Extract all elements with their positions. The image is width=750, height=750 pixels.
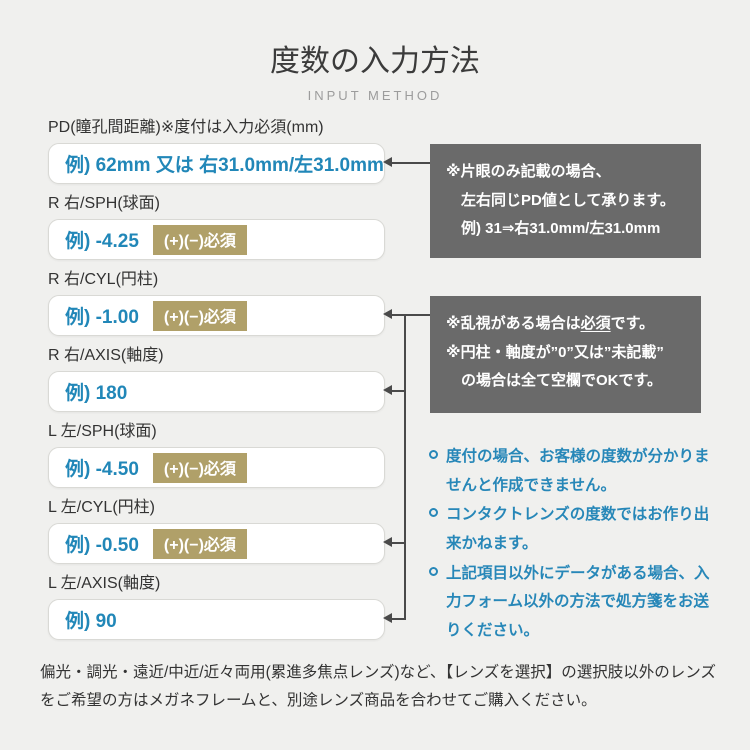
notice-text: コンタクトレンズの度数ではお作り出来かねます。 <box>446 506 710 553</box>
circle-bullet-icon <box>429 508 438 518</box>
r-axis-field-label: R 右/AXIS(軸度) <box>48 347 164 364</box>
field-row-l-cyl: L 左/CYL(円柱) 例) -0.50 (+)(−)必須 <box>48 498 385 564</box>
page-subtitle: INPUT METHOD <box>307 88 443 103</box>
r-sph-required-badge: (+)(−)必須 <box>152 224 247 255</box>
r-axis-example-value: 例) 180 <box>65 383 128 404</box>
l-cyl-field-label: L 左/CYL(円柱) <box>48 499 155 516</box>
field-row-l-axis: L 左/AXIS(軸度) 例) 90 <box>48 574 385 640</box>
r-sph-field-label: R 右/SPH(球面) <box>48 195 161 212</box>
list-item: コンタクトレンズの度数ではお作り出来かねます。 <box>429 501 723 558</box>
pd-note-line1: ※片眼のみ記載の場合、 <box>446 163 611 180</box>
left-arrow-icon <box>383 157 392 167</box>
r-sph-example-input[interactable]: 例) -4.25 (+)(−)必須 <box>48 219 385 260</box>
left-arrow-icon <box>383 309 392 319</box>
pd-note-line2: 左右同じPD値として承ります。 <box>461 191 675 209</box>
page-title: 度数の入力方法 <box>270 45 480 78</box>
cyl-note-line3: の場合は全て空欄でOKです。 <box>461 372 663 389</box>
pd-note-box: ※片眼のみ記載の場合、 左右同じPD値として承ります。 例) 31⇒右31.0m… <box>430 144 701 258</box>
l-sph-field-label: L 左/SPH(球面) <box>48 423 157 440</box>
prescription-fields: PD(瞳孔間距離)※度付は入力必須(mm) 例) 62mm 又は 右31.0mm… <box>48 118 385 650</box>
r-cyl-example-value: 例) -1.00 <box>65 307 139 328</box>
l-axis-example-input[interactable]: 例) 90 <box>48 599 385 640</box>
field-row-r-cyl: R 右/CYL(円柱) 例) -1.00 (+)(−)必須 <box>48 270 385 336</box>
cyl-note-line1: ※乱視がある場合は必須です。 <box>446 315 655 332</box>
notice-text: 度付の場合、お客様の度数が分かりませんと作成できません。 <box>446 448 710 494</box>
circle-bullet-icon <box>429 566 438 576</box>
left-arrow-icon <box>383 613 392 623</box>
l-axis-example-value: 例) 90 <box>65 611 117 632</box>
r-cyl-field-label: R 右/CYL(円柱) <box>48 271 159 288</box>
lens-purchase-note: 偏光・調光・遠近/中近/近々両用(累進多焦点レンズ)など、【レンズを選択】の選択… <box>40 664 716 709</box>
required-underline: 必須 <box>580 315 611 332</box>
field-row-pd: PD(瞳孔間距離)※度付は入力必須(mm) 例) 62mm 又は 右31.0mm… <box>48 118 385 184</box>
cyl-note-branch-l-axis <box>392 618 406 620</box>
l-cyl-example-input[interactable]: 例) -0.50 (+)(−)必須 <box>48 523 385 564</box>
l-cyl-required-badge: (+)(−)必須 <box>152 528 247 559</box>
list-item: 上記項目以外にデータがある場合、入力フォーム以外の方法で処方箋をお送りください。 <box>429 560 723 646</box>
circle-bullet-icon <box>429 450 438 459</box>
left-arrow-icon <box>383 385 392 395</box>
cyl-note-connector-top <box>392 314 430 316</box>
r-cyl-example-input[interactable]: 例) -1.00 (+)(−)必須 <box>48 295 385 336</box>
left-arrow-icon <box>383 537 392 547</box>
cyl-note-branch-l-cyl <box>392 542 406 544</box>
notice-text: 上記項目以外にデータがある場合、入力フォーム以外の方法で処方箋をお送りください。 <box>446 564 710 640</box>
cyl-note-connector-vertical <box>404 314 406 620</box>
cyl-axis-note-box: ※乱視がある場合は必須です。 ※円柱・軸度が”0”又は”未記載” の場合は全て空… <box>430 296 701 413</box>
l-cyl-example-value: 例) -0.50 <box>65 535 139 556</box>
r-axis-example-input[interactable]: 例) 180 <box>48 371 385 412</box>
field-row-r-axis: R 右/AXIS(軸度) 例) 180 <box>48 346 385 412</box>
notice-list: 度付の場合、お客様の度数が分かりませんと作成できません。 コンタクトレンズの度数… <box>429 443 723 647</box>
pd-field-label: PD(瞳孔間距離)※度付は入力必須(mm) <box>48 119 324 136</box>
cyl-note-branch-r-axis <box>392 390 406 392</box>
l-sph-required-badge: (+)(−)必須 <box>152 452 247 483</box>
pd-note-line3: 例) 31⇒右31.0mm/左31.0mm <box>461 220 661 237</box>
l-axis-field-label: L 左/AXIS(軸度) <box>48 575 161 592</box>
l-sph-example-input[interactable]: 例) -4.50 (+)(−)必須 <box>48 447 385 488</box>
pd-example-value: 例) 62mm 又は 右31.0mm/左31.0mm <box>65 155 384 176</box>
field-row-l-sph: L 左/SPH(球面) 例) -4.50 (+)(−)必須 <box>48 422 385 488</box>
list-item: 度付の場合、お客様の度数が分かりませんと作成できません。 <box>429 443 723 500</box>
pd-connector-line <box>392 162 430 164</box>
field-row-r-sph: R 右/SPH(球面) 例) -4.25 (+)(−)必須 <box>48 194 385 260</box>
pd-example-input[interactable]: 例) 62mm 又は 右31.0mm/左31.0mm <box>48 143 385 184</box>
l-sph-example-value: 例) -4.50 <box>65 459 139 480</box>
r-cyl-required-badge: (+)(−)必須 <box>152 300 247 331</box>
cyl-note-line2: ※円柱・軸度が”0”又は”未記載” <box>446 343 664 361</box>
r-sph-example-value: 例) -4.25 <box>65 231 139 252</box>
